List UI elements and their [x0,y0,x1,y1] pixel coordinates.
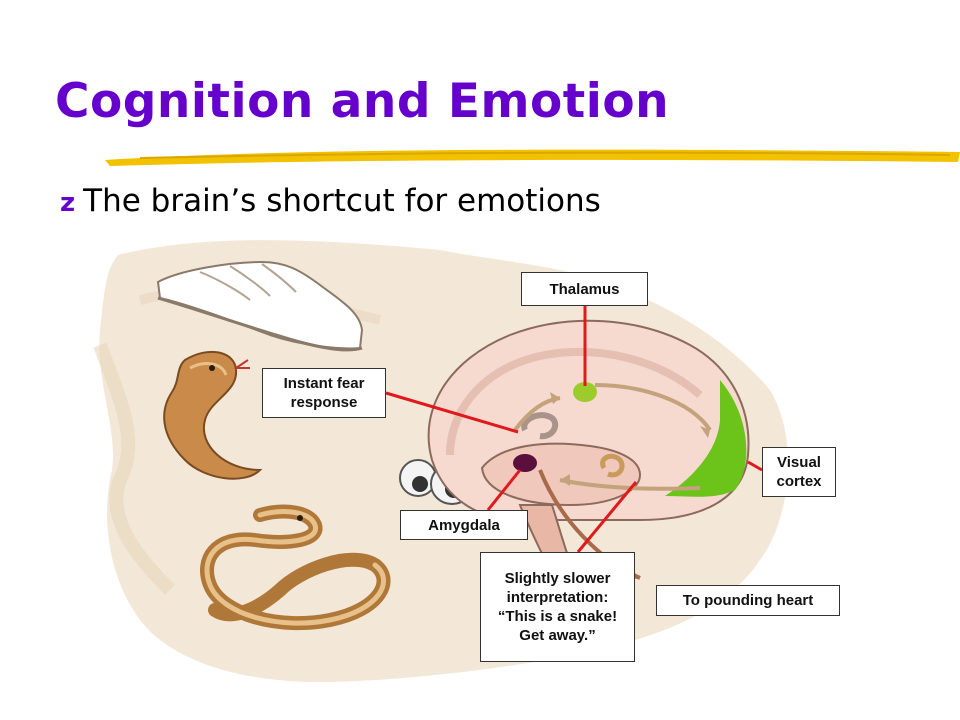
slower-interpretation-label: Slightly slower interpretation: “This is… [480,552,635,662]
thalamus-label: Thalamus [521,272,648,306]
pounding-heart-label: To pounding heart [656,585,840,616]
snake-icon [163,350,263,480]
shoe-icon [156,260,364,352]
visual-cortex-label: Visual cortex [762,447,836,497]
bullet-text: The brain’s shortcut for emotions [83,183,601,219]
slide-title: Cognition and Emotion [55,74,670,129]
brain-icon [427,319,750,592]
coiled-snake-icon [200,504,391,630]
visual-cortex-band [665,380,747,497]
connector-lines [385,306,763,553]
thalamus-dot [573,382,597,402]
amygdala-dot [513,454,537,472]
amygdala-label: Amygdala [400,510,528,540]
bullet-icon: z [60,188,76,218]
instant-fear-label: Instant fear response [262,368,386,418]
